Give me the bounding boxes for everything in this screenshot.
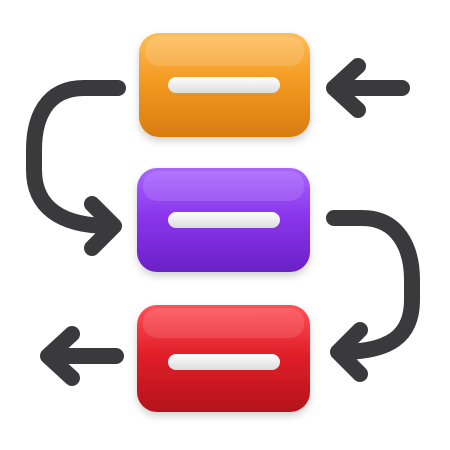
outgoing-arrow-icon (40, 326, 124, 386)
process-block-top-bar (168, 77, 280, 93)
process-block-bottom (137, 305, 310, 412)
process-block-bottom-bar (168, 354, 280, 370)
curved-arrow-middle-to-bottom-icon (326, 210, 420, 382)
process-block-middle (137, 168, 310, 272)
process-block-top (139, 33, 310, 137)
curved-arrow-top-to-middle-icon (26, 80, 126, 256)
process-block-middle-bar (168, 212, 280, 228)
incoming-arrow-icon (326, 58, 410, 118)
